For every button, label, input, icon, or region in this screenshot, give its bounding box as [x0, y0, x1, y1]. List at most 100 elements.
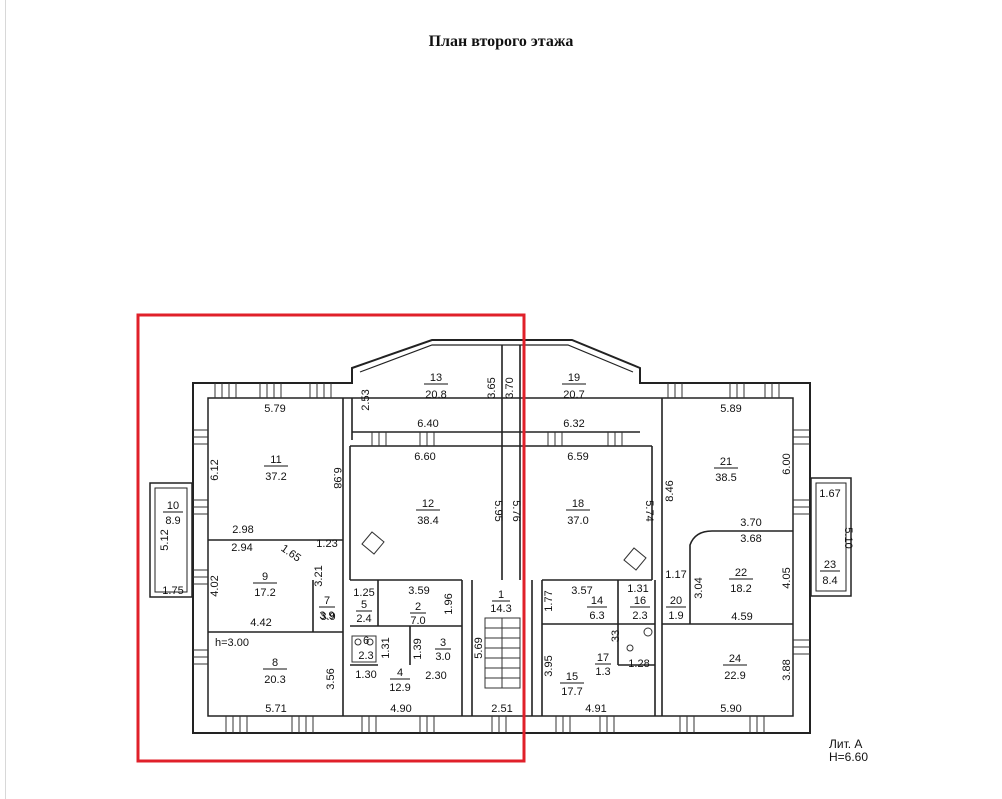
dim: 1.77	[543, 590, 555, 611]
svg-text:1: 1	[498, 589, 504, 601]
svg-text:17.7: 17.7	[561, 686, 582, 698]
svg-text:37.0: 37.0	[567, 515, 588, 527]
room-4: 412.9	[389, 667, 410, 694]
dim: 6.12	[209, 459, 221, 480]
svg-text:16: 16	[634, 595, 646, 607]
walls	[149, 339, 852, 734]
room-19: 19 20.7	[562, 372, 586, 401]
room-labels: 114.3 27.0 33.0 412.9 52.4 62.3 73.9 820…	[163, 372, 840, 698]
dim: 3.88	[781, 659, 793, 680]
dim: 3.70	[504, 377, 516, 398]
dim: 3.59	[408, 585, 429, 597]
svg-text:14: 14	[591, 595, 603, 607]
svg-text:11: 11	[270, 454, 281, 466]
svg-text:8: 8	[272, 657, 278, 669]
room-13: 13 20.8	[424, 372, 448, 401]
svg-text:3: 3	[440, 637, 446, 649]
dim: 4.91	[585, 703, 606, 715]
dim: 2.98	[232, 524, 253, 536]
dim: 1.23	[316, 538, 337, 550]
dim: 3.9	[320, 611, 335, 623]
dimension-labels: 5.79 6.12 6.98 2.98 2.94 1.65 1.23 3.21 …	[159, 377, 854, 715]
dim: 6.40	[417, 418, 438, 430]
dim: 5.79	[264, 403, 285, 415]
dim: 8.46	[664, 480, 676, 501]
room-18: 18 37.0	[566, 498, 590, 527]
dim: 5.90	[720, 703, 741, 715]
dim: 33	[610, 630, 622, 642]
dim: 4.05	[781, 567, 793, 588]
svg-text:2.3: 2.3	[632, 610, 647, 622]
svg-text:6.3: 6.3	[589, 610, 604, 622]
dim: 1.25	[353, 587, 374, 599]
room-5: 52.4	[356, 599, 372, 625]
lit-label: Лит. А	[829, 737, 863, 751]
dim: 1.75	[162, 585, 183, 597]
room-6: 62.3	[358, 635, 373, 662]
scan-edge	[5, 0, 6, 799]
dim: 1.31	[380, 637, 392, 658]
dim: 2.94	[231, 542, 252, 554]
svg-text:20.8: 20.8	[425, 389, 446, 401]
dim: 5.69	[473, 637, 485, 658]
room-21: 21 38.5	[714, 456, 738, 484]
room-8: 820.3	[263, 657, 287, 686]
svg-text:21: 21	[720, 456, 732, 468]
svg-text:13: 13	[430, 372, 442, 384]
svg-text:19: 19	[568, 372, 580, 384]
svg-text:2.3: 2.3	[358, 650, 373, 662]
svg-text:2.4: 2.4	[356, 613, 371, 625]
svg-text:20.7: 20.7	[563, 389, 584, 401]
svg-text:12: 12	[422, 498, 434, 510]
dim: 3.56	[325, 668, 337, 689]
svg-text:38.5: 38.5	[715, 472, 736, 484]
dim: 6.59	[567, 451, 588, 463]
dim: 3.70	[740, 517, 761, 529]
svg-text:15: 15	[566, 671, 578, 683]
svg-text:4: 4	[397, 667, 403, 679]
svg-text:10: 10	[167, 500, 179, 512]
dim: 6.60	[414, 451, 435, 463]
dim: 2.53	[360, 389, 372, 410]
dim: 4.02	[209, 575, 221, 596]
dim: 1.30	[355, 669, 376, 681]
room-17: 171.3	[595, 652, 611, 678]
svg-text:5: 5	[361, 599, 367, 611]
plan-title: План второго этажа	[428, 33, 574, 50]
dim: 5.74	[643, 500, 655, 521]
dim: 5.71	[265, 703, 286, 715]
svg-text:1.9: 1.9	[668, 610, 683, 622]
room-9: 917.2	[253, 571, 277, 599]
room-23: 238.4	[820, 559, 840, 587]
dim: 3.21	[313, 565, 325, 586]
svg-text:7: 7	[324, 595, 330, 607]
dim: 3.68	[740, 533, 761, 545]
letter-a-label: Лит. А Н=6.60	[829, 738, 868, 764]
room-15: 15 17.7	[560, 671, 584, 698]
dim: 5.76	[510, 500, 522, 521]
svg-text:20.3: 20.3	[264, 674, 285, 686]
lit-height: Н=6.60	[829, 750, 869, 764]
dim: 4.90	[390, 703, 411, 715]
highlight-frame	[136, 313, 526, 763]
svg-text:18: 18	[572, 498, 584, 510]
svg-text:14.3: 14.3	[490, 603, 511, 615]
svg-text:6: 6	[363, 635, 369, 647]
dim: 2.30	[425, 670, 446, 682]
svg-text:17.2: 17.2	[254, 587, 275, 599]
svg-text:2: 2	[415, 601, 421, 613]
dim: 1.67	[819, 488, 840, 500]
svg-text:1.3: 1.3	[595, 666, 610, 678]
dim: 5.12	[159, 529, 171, 550]
svg-text:8.9: 8.9	[165, 515, 180, 527]
svg-text:12.9: 12.9	[389, 682, 410, 694]
svg-text:20: 20	[670, 595, 682, 607]
svg-text:22.9: 22.9	[724, 670, 745, 682]
room-3: 33.0	[435, 637, 451, 663]
dim: 3.65	[486, 377, 498, 398]
svg-text:18.2: 18.2	[730, 583, 751, 595]
